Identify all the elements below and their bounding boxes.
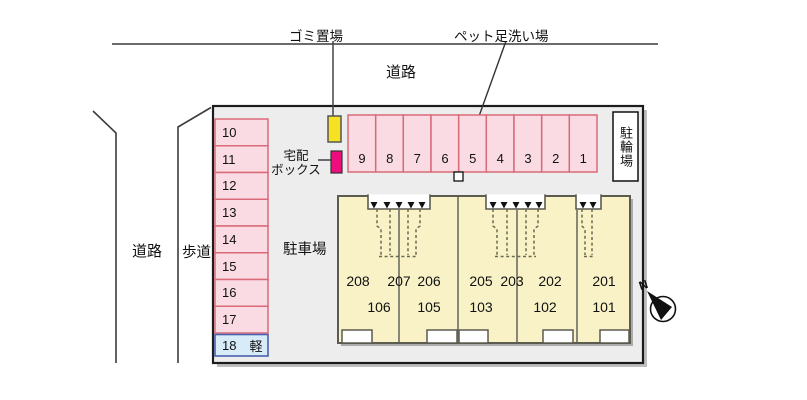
parking-space-16	[214, 278, 269, 307]
entrance-arrow-icon	[589, 202, 597, 209]
parking-space-5	[457, 114, 488, 173]
sidewalk-label: 歩道	[182, 245, 211, 261]
parking-space-13	[214, 198, 269, 227]
delivery-box	[330, 150, 343, 174]
parking-space-number-17: 17	[222, 312, 237, 327]
parking-space-number-13: 13	[222, 205, 237, 220]
entrance-arrow-icon	[500, 202, 508, 209]
unit-dividers	[398, 197, 578, 342]
room-label-2f: 205	[469, 273, 493, 289]
entrance-arrow-icon	[407, 202, 415, 209]
parking-space-number-1: 1	[579, 151, 587, 166]
parking-space-number-2: 2	[552, 151, 560, 166]
parking-space-3	[513, 114, 543, 173]
top-parking-row	[347, 114, 598, 173]
pet-wash-label: ペット足洗い場	[454, 29, 549, 44]
parking-space-11	[214, 145, 269, 174]
entrance-notch-3	[575, 194, 602, 210]
parking-space-18-row: 18 軽	[215, 335, 268, 356]
room-label-2f: 206	[417, 273, 441, 289]
room-label-1f: 105	[417, 299, 441, 315]
delivery-box-label-line1: 宅配	[283, 149, 309, 163]
entrance-arrow-icon	[489, 202, 497, 209]
road-top-label: 道路	[386, 64, 417, 81]
entrance-arrow-icon	[395, 202, 403, 209]
parking-space-18-kei	[214, 333, 269, 357]
entrance-arrow-icon	[418, 202, 426, 209]
room-label-2f: 203	[500, 273, 524, 289]
parking-space-number-3: 3	[524, 151, 532, 166]
entrance-arrow-icon	[535, 202, 543, 209]
room-label-2f: 201	[592, 273, 616, 289]
kei-car-label: 軽	[249, 339, 263, 354]
room-label-1f: 101	[592, 299, 616, 315]
room-label-2f: 202	[538, 273, 562, 289]
parking-space-number-12: 12	[222, 178, 237, 193]
parking-space-14	[214, 225, 269, 254]
terrace	[542, 329, 574, 344]
garbage-box	[327, 115, 342, 143]
parking-space-8	[374, 114, 405, 173]
terrace	[341, 329, 373, 344]
delivery-box-label: 宅配 ボックス	[270, 149, 322, 177]
bicycle-parking-label: 駐輪場	[618, 125, 633, 168]
terrace	[426, 329, 458, 344]
pet-wash-spot	[453, 171, 464, 182]
bicycle-parking-box	[612, 111, 639, 182]
parking-space-2	[540, 114, 571, 173]
parking-space-number-9: 9	[358, 151, 366, 166]
entrance-notches	[367, 194, 602, 210]
stair-outlines	[376, 209, 593, 258]
entrance-arrow-icon	[579, 202, 587, 209]
room-label-2f: 208	[346, 273, 370, 289]
parking-space-9	[347, 114, 377, 173]
parking-space-4	[485, 114, 515, 173]
garbage-area-label: ゴミ置場	[289, 29, 343, 44]
room-label-1f: 102	[533, 299, 557, 315]
parking-space-number-15: 15	[222, 259, 237, 274]
entrance-arrow-icon	[370, 202, 378, 209]
parking-space-number-8: 8	[386, 151, 394, 166]
parking-space-number-6: 6	[441, 151, 449, 166]
sidewalk-line	[177, 106, 212, 363]
terrace	[458, 329, 489, 344]
road-left-label: 道路	[132, 243, 163, 260]
building	[337, 195, 631, 344]
parking-space-number-14: 14	[222, 232, 237, 247]
parking-lot-label: 駐車場	[283, 242, 327, 258]
room-label-2f: 207	[387, 273, 411, 289]
parking-space-17	[214, 305, 269, 334]
terrace	[599, 329, 630, 344]
entrance-arrow-icon	[383, 202, 391, 209]
compass-needle-icon	[647, 291, 672, 320]
parking-space-number-18: 18	[222, 338, 237, 353]
parking-space-number-10: 10	[222, 125, 237, 140]
entrance-arrow-icon	[524, 202, 532, 209]
parking-space-number-5: 5	[469, 151, 477, 166]
left-parking-column	[214, 118, 269, 334]
parking-space-number-16: 16	[222, 285, 237, 300]
parking-space-1	[568, 114, 598, 173]
entrance-notch-2	[485, 194, 546, 210]
terraces	[341, 329, 630, 344]
entrance-arrow-icons	[370, 202, 597, 209]
delivery-box-label-line2: ボックス	[271, 162, 321, 177]
entrance-arrow-icon	[512, 202, 520, 209]
parking-space-number-4: 4	[496, 151, 504, 166]
parking-space-10	[214, 118, 269, 147]
parking-space-number-11: 11	[222, 152, 236, 167]
left-road-outer-line	[92, 110, 117, 363]
parking-space-number-7: 7	[413, 151, 421, 166]
room-label-1f: 106	[367, 299, 391, 315]
room-label-1f: 103	[469, 299, 493, 315]
